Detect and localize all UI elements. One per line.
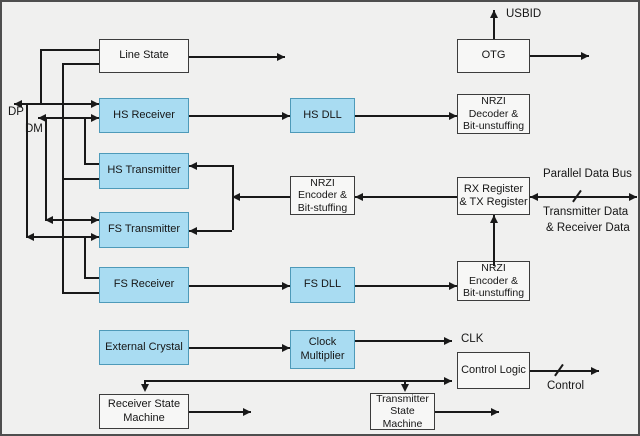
label-control: Control [547,380,585,392]
wire-hs-dll-to-nrzi-decoder [355,115,457,117]
arrow-into-transmitter-sm [401,384,409,392]
wire-drop-fs-receiver [84,236,86,277]
label-parallel-data-bus: Parallel Data Bus [543,168,632,180]
block-nrzi-decoder: NRZI Decoder & Bit-unstuffing [457,94,530,134]
wire-line-state-out [189,56,285,58]
wire-linestate-tap2 [62,63,99,65]
wire-clk-out [355,340,452,342]
wire-encoder-out [232,196,290,198]
arrow-into-fs-transmitter [189,227,197,235]
arrow-into-hs-transmitter [189,162,197,170]
label-usbid: USBID [506,8,542,20]
wire-nrzi-to-register [493,215,495,266]
arrow-into-control-logic [444,377,452,385]
block-hs-dll: HS DLL [290,98,355,133]
block-hs-receiver: HS Receiver [99,98,189,133]
arrow-up-into-register [490,215,498,223]
block-line-state: Line State [99,39,189,73]
block-otg: OTG [457,39,530,73]
arrow-line-state-out [277,53,285,61]
block-nrzi-encoder-unstuffing: NRZI Encoder & Bit-unstuffing [457,261,530,301]
wire-fs-receiver-in1 [84,277,99,279]
wire-fs-receiver-in2 [62,292,99,294]
wire-hs-transmitter-in2 [62,178,99,180]
wire-control-out [530,370,599,372]
wire-encoder-trunk-vertical [232,165,234,230]
wire-trunk-to-fs-transmitter [189,230,232,232]
wire-hs-transmitter-in1 [84,163,99,165]
arrow-fs-transmitter-to-dm [45,216,53,224]
wire-fs-receiver-to-fs-dll [189,285,290,287]
arrow-encoder-to-trunk [232,193,240,201]
arrow-control-out [591,367,599,375]
wire-fs-transmitter-dp [26,236,99,238]
label-receiver-data: & Receiver Data [546,222,630,234]
wire-linestate-tap1-vertical [40,49,42,103]
wire-hs-receiver-to-hs-dll [189,115,290,117]
arrow-into-nrzi-unstuffing [449,282,457,290]
arrow-receiver-sm-out [243,408,251,416]
block-control-logic: Control Logic [457,352,530,389]
arrow-into-clock-multiplier [282,344,290,352]
wire-fs-transmitter-dm [45,219,99,221]
arrow-otg-out [581,52,589,60]
wire-dp-bus [14,103,99,105]
wire-dm-trunk-down [45,117,47,219]
arrow-into-fs-dll [282,282,290,290]
block-fs-transmitter: FS Transmitter [99,212,189,248]
block-rx-tx-register: RX Register & TX Register [457,177,530,215]
wire-register-to-encoder [355,196,457,198]
arrow-clk [444,337,452,345]
arrow-usbid-up [490,10,498,18]
arrow-dm-into-fs-transmitter [91,216,99,224]
arrow-dp-into-hs-receiver [91,100,99,108]
wire-crystal-to-multiplier [189,347,290,349]
arrow-dm-into-hs-receiver [91,114,99,122]
arrow-dp-into-fs-transmitter [91,233,99,241]
label-dm: DM [25,123,43,135]
block-clock-multiplier: Clock Multiplier [290,330,355,369]
label-transmitter-data: Transmitter Data [543,206,629,218]
wire-fs-dll-to-nrzi [355,285,457,287]
arrow-fs-transmitter-to-dp [26,233,34,241]
wire-control-horizontal [144,380,452,382]
block-fs-dll: FS DLL [290,267,355,303]
wire-usbid [493,10,495,39]
arrow-transmitter-sm-out [491,408,499,416]
arrow-bus-out-right [629,193,637,201]
wire-transmitter-sm-out [435,411,499,413]
arrow-into-nrzi-decoder [449,112,457,120]
arrow-into-hs-dll [282,112,290,120]
block-external-crystal: External Crystal [99,330,189,365]
label-dp: DP [8,106,24,118]
wire-dp-trunk-down [26,103,28,236]
block-transmitter-state-machine: Transmitter State Machine [370,393,435,430]
block-fs-receiver: FS Receiver [99,267,189,303]
wire-dm-bus [38,117,99,119]
wire-receiver-sm-out [189,411,251,413]
label-clk: CLK [461,333,484,345]
wire-otg-out [530,55,589,57]
arrow-dm-left [38,114,46,122]
wire-trunk-to-hs-transmitter [189,165,232,167]
arrow-into-receiver-sm [141,384,149,392]
wire-dm-drop-hs-transmitter [84,117,86,163]
block-receiver-state-machine: Receiver State Machine [99,394,189,429]
arrow-into-nrzi-encoder [355,193,363,201]
block-hs-transmitter: HS Transmitter [99,153,189,189]
block-nrzi-encoder-stuffing: NRZI Encoder & Bit-stuffing [290,176,355,215]
wire-linestate-tap2-vertical [62,63,64,292]
arrow-dp-left [14,100,22,108]
wire-linestate-tap1 [40,49,99,51]
wire-parallel-data-bus [530,196,637,198]
arrow-bus-into-register [530,193,538,201]
